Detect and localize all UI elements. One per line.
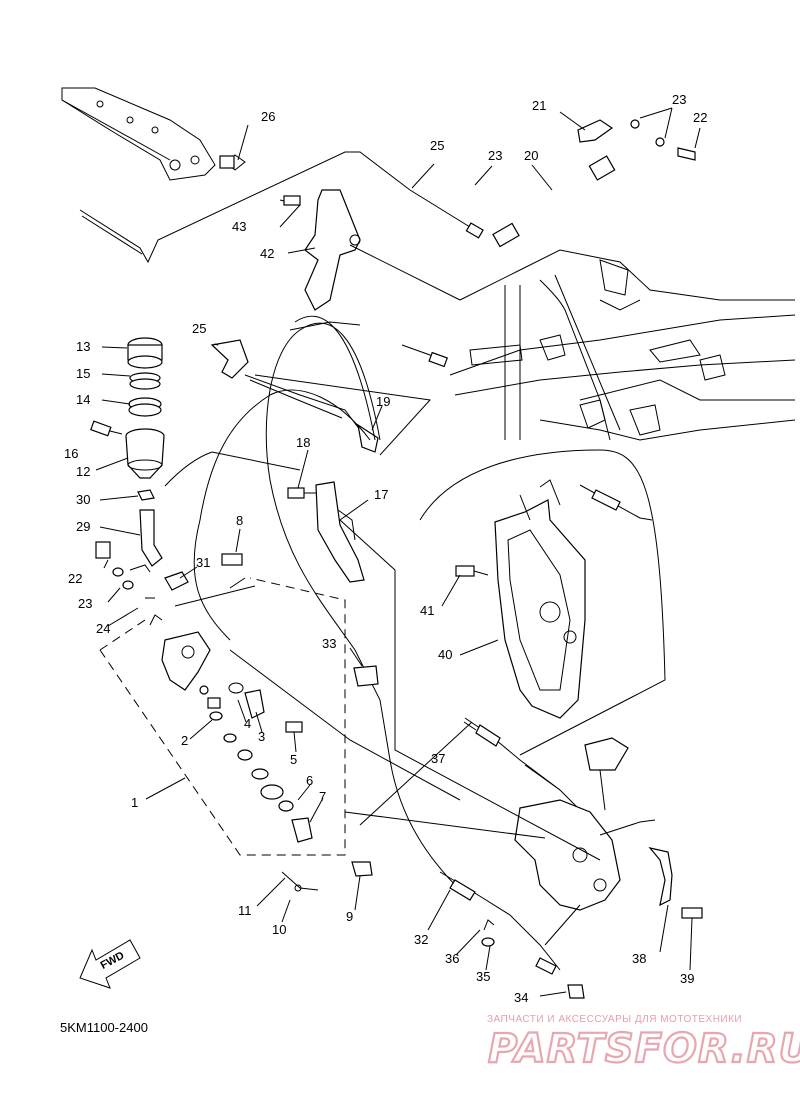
callout-40: 40 bbox=[438, 647, 452, 662]
callout-10: 10 bbox=[272, 922, 286, 937]
callout-7: 7 bbox=[319, 789, 326, 804]
callout-4: 4 bbox=[244, 716, 251, 731]
callout-3: 3 bbox=[258, 729, 265, 744]
callout-15: 15 bbox=[76, 366, 90, 381]
callout-12: 12 bbox=[76, 464, 90, 479]
callout-23-top: 23 bbox=[672, 92, 686, 107]
callout-33: 33 bbox=[322, 636, 336, 651]
callout-32: 32 bbox=[414, 932, 428, 947]
callout-37: 37 bbox=[431, 751, 445, 766]
callout-19: 19 bbox=[376, 394, 390, 409]
callout-1: 1 bbox=[131, 795, 138, 810]
callout-25: 23 bbox=[488, 148, 502, 163]
callout-41: 41 bbox=[420, 603, 434, 618]
callout-28: 26 bbox=[261, 109, 275, 124]
brake-hose-top bbox=[488, 119, 696, 248]
brake-pedal-bracket bbox=[287, 481, 365, 583]
rear-brake-rod-and-pedal bbox=[344, 665, 703, 999]
callout-35: 35 bbox=[476, 969, 490, 984]
callout-43: 43 bbox=[232, 219, 246, 234]
callout-42: 42 bbox=[260, 246, 274, 261]
callout-8: 8 bbox=[236, 513, 243, 528]
watermark-tagline: ЗАПЧАСТИ И АКСЕССУАРЫ ДЛЯ МОТОТЕХНИКИ bbox=[487, 1014, 742, 1025]
callout-14: 14 bbox=[76, 392, 90, 407]
callout-11: 11 bbox=[238, 903, 252, 918]
reservoir-assembly bbox=[90, 337, 165, 567]
callout-21: 21 bbox=[532, 98, 546, 113]
side-cover bbox=[455, 479, 653, 719]
watermark-brand: PARTSFOR.RU bbox=[488, 1026, 800, 1072]
callout-23-left: 23 bbox=[78, 596, 92, 611]
master-cylinder bbox=[95, 541, 373, 892]
clamp-and-fitting bbox=[210, 339, 379, 453]
callout-26: 25 bbox=[430, 138, 444, 153]
leader-lines bbox=[95, 107, 701, 997]
callout-numbers: 26 25 23 20 21 23 22 43 42 25 13 15 14 1… bbox=[64, 92, 707, 1005]
callout-18: 18 bbox=[296, 435, 310, 450]
callout-2: 2 bbox=[181, 733, 188, 748]
callout-16: 16 bbox=[64, 446, 78, 461]
callout-22-top: 22 bbox=[693, 110, 707, 125]
brake-hose-main bbox=[193, 315, 461, 891]
frame-outline bbox=[61, 87, 796, 441]
callout-6: 6 bbox=[306, 773, 313, 788]
callout-24: 24 bbox=[96, 621, 110, 636]
callout-20: 20 bbox=[524, 148, 538, 163]
callout-34: 34 bbox=[514, 990, 528, 1005]
callout-22-left: 22 bbox=[68, 571, 82, 586]
reference-lines bbox=[164, 244, 666, 861]
brake-pipe bbox=[79, 151, 484, 264]
callout-27: 25 bbox=[192, 321, 206, 336]
callout-29: 29 bbox=[76, 519, 90, 534]
callout-9: 9 bbox=[346, 909, 353, 924]
fwd-arrow: FWD bbox=[79, 939, 141, 989]
callout-17: 17 bbox=[374, 487, 388, 502]
callout-5: 5 bbox=[290, 752, 297, 767]
callout-30: 30 bbox=[76, 492, 90, 507]
callout-36: 36 bbox=[445, 951, 459, 966]
callout-13: 13 bbox=[76, 339, 90, 354]
callout-39: 39 bbox=[680, 971, 694, 986]
callout-38: 38 bbox=[632, 951, 646, 966]
guard-plate bbox=[279, 189, 361, 311]
diagram-code: 5KM1100-2400 bbox=[60, 1020, 148, 1035]
callout-31: 31 bbox=[196, 555, 210, 570]
